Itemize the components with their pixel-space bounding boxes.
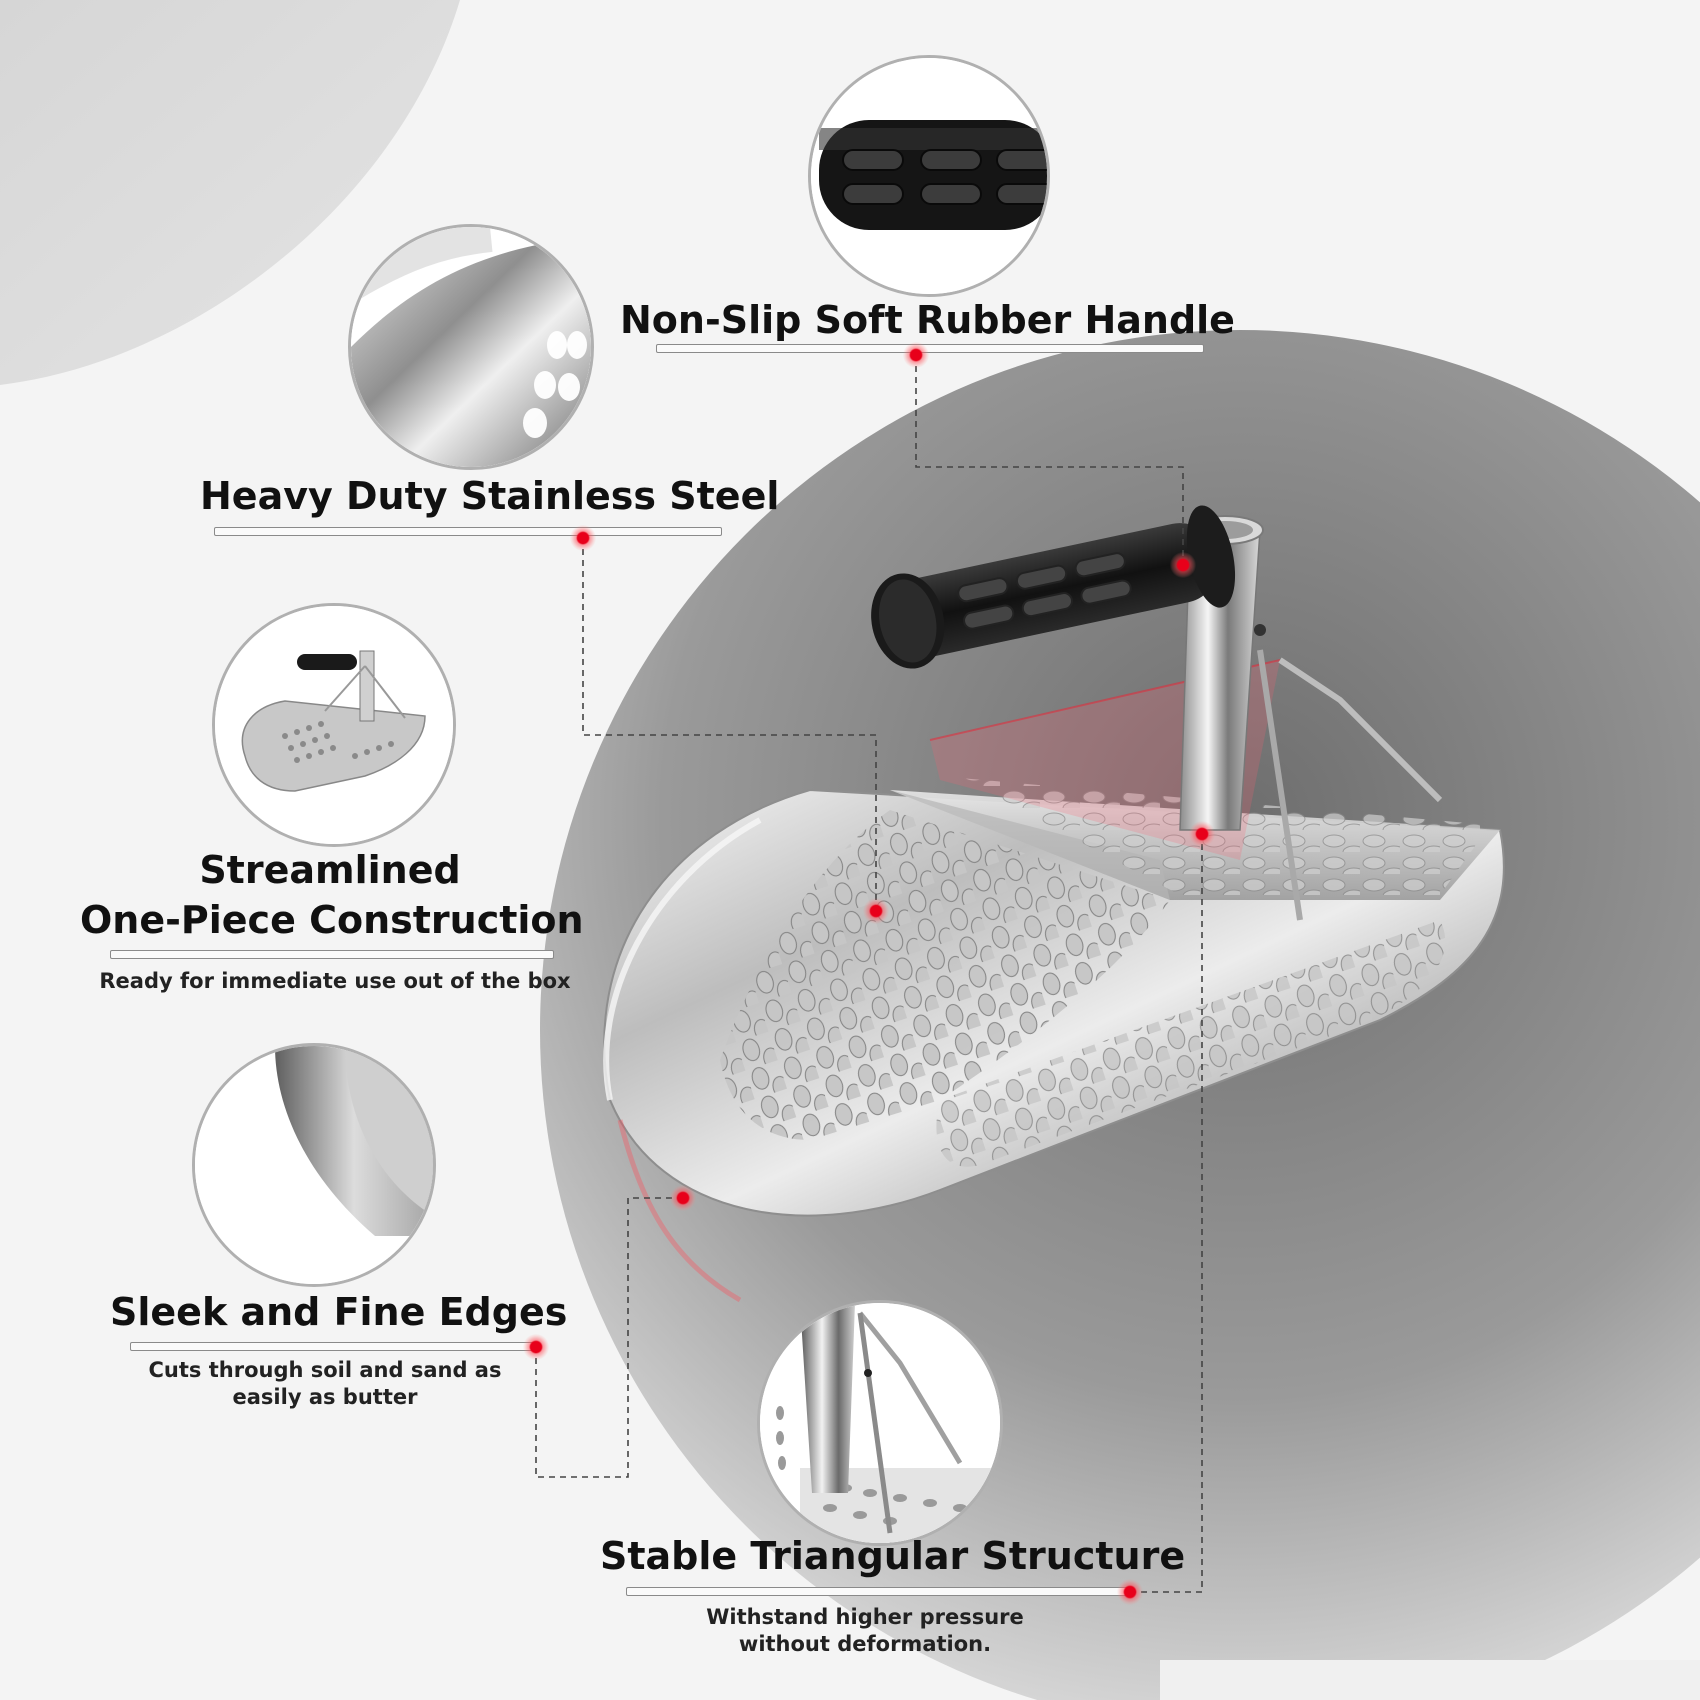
edge-closeup-icon (195, 1046, 433, 1284)
construction-title-line1: Streamlined (199, 848, 461, 892)
structure-pointer-dot (1189, 821, 1215, 847)
construction-subtitle: Ready for immediate use out of the box (99, 969, 571, 993)
scoop-thumbnail-icon (215, 606, 453, 844)
triangle-structure-closeup-icon (760, 1303, 1000, 1543)
edges-subtitle-line2: easily as butter (232, 1385, 418, 1409)
steel-closeup-icon (351, 227, 591, 467)
construction-underline (110, 950, 554, 959)
structure-marker-dot (1117, 1579, 1143, 1605)
top-left-arc-shape (0, 0, 460, 385)
handle-pointer-dot (1170, 552, 1196, 578)
structure-title: Stable Triangular Structure (600, 1534, 1186, 1578)
bottom-fade (1160, 1660, 1700, 1700)
handle-closeup (808, 55, 1050, 297)
structure-subtitle-line1: Withstand higher pressure (706, 1605, 1024, 1629)
structure-closeup (757, 1300, 1003, 1546)
edges-marker-dot (523, 1334, 549, 1360)
steel-underline (214, 527, 722, 536)
edges-subtitle-line1: Cuts through soil and sand as (148, 1358, 502, 1382)
edge-closeup (192, 1043, 436, 1287)
handle-title: Non-Slip Soft Rubber Handle (620, 298, 1235, 342)
construction-title-line2: One-Piece Construction (80, 898, 584, 942)
rubber-handle-closeup-icon (811, 58, 1047, 294)
structure-underline (626, 1587, 1128, 1596)
edges-title: Sleek and Fine Edges (110, 1290, 568, 1334)
steel-title: Heavy Duty Stainless Steel (200, 474, 780, 518)
sand-scoop-illustration (603, 505, 1505, 1303)
steel-marker-dot (570, 525, 596, 551)
steel-pointer-dot (863, 898, 889, 924)
edges-underline (130, 1342, 536, 1351)
structure-subtitle-line2: without deformation. (738, 1632, 992, 1656)
handle-underline (656, 344, 1204, 353)
steel-closeup (348, 224, 594, 470)
construction-thumbnail (212, 603, 456, 847)
edges-pointer-dot (670, 1185, 696, 1211)
handle-marker-dot (903, 342, 929, 368)
